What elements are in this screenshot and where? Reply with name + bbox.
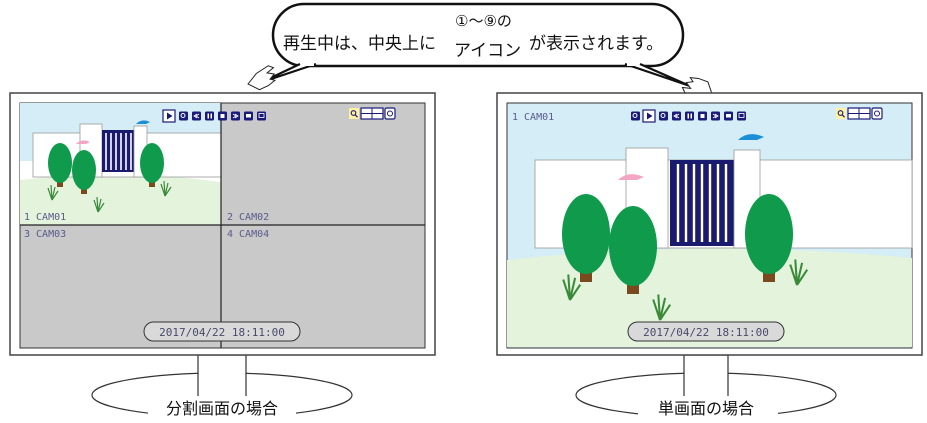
- svg-text:2017/04/22 18:11:00: 2017/04/22 18:11:00: [159, 326, 285, 339]
- backup-icon[interactable]: [257, 111, 266, 121]
- blue-bird-icon: [738, 134, 764, 140]
- play-icon[interactable]: [642, 109, 656, 123]
- right-monitor: 単画面の場合 1 CAM01: [496, 92, 923, 418]
- blue-bird-icon: [136, 120, 150, 124]
- callout-prefix: 再生中は、中央上に: [283, 34, 436, 54]
- cam03-label: 3 CAM03: [24, 229, 66, 240]
- magnify-icon[interactable]: [836, 108, 846, 119]
- zoom-icon[interactable]: [179, 111, 188, 121]
- left-caption: 分割画面の場合: [166, 399, 278, 418]
- fast-forward-icon[interactable]: [711, 111, 720, 121]
- callout-suffix: が表示されます。: [529, 34, 663, 54]
- stop-icon[interactable]: [218, 111, 227, 121]
- left-timestamp: 2017/04/22 18:11:00: [143, 321, 301, 342]
- svg-text:2017/04/22 18:11:00: 2017/04/22 18:11:00: [643, 326, 769, 339]
- view-tools: [836, 107, 883, 120]
- cam04-label: 4 CAM04: [227, 229, 269, 240]
- layout-icon[interactable]: [360, 107, 384, 120]
- callout-range: ①〜⑨の: [455, 12, 512, 30]
- pause-icon[interactable]: [685, 111, 694, 121]
- cam01-fullscreen-label: 1 CAM01: [512, 112, 554, 123]
- hdd-icon: [384, 107, 396, 120]
- right-monitor-neck: [683, 354, 729, 400]
- cam01-label: 1 CAM01: [24, 212, 66, 223]
- snapshot-icon[interactable]: [724, 111, 733, 121]
- pause-icon[interactable]: [205, 111, 214, 121]
- zoom-icon[interactable]: [631, 111, 640, 121]
- pink-bird-icon: [618, 174, 644, 180]
- fast-forward-icon[interactable]: [231, 111, 240, 121]
- play-icon[interactable]: [162, 109, 176, 123]
- rewind-icon[interactable]: [192, 111, 201, 121]
- pointing-hand-icon: [247, 65, 277, 91]
- callout-bubble: 再生中は、中央上に ①〜⑨の アイコン が表示されます。: [260, 2, 692, 88]
- callout-icon-word: アイコン: [454, 41, 521, 61]
- cam02-label: 2 CAM02: [227, 212, 269, 223]
- playback-toolbar: [162, 109, 266, 123]
- view-tools: [349, 107, 396, 120]
- cam01-fullscreen-view[interactable]: [506, 102, 913, 349]
- playback-toolbar: [631, 109, 746, 123]
- hdd-icon: [871, 107, 883, 120]
- zoom-icon[interactable]: [659, 111, 668, 121]
- magnify-icon[interactable]: [349, 108, 359, 119]
- left-monitor-neck: [197, 354, 247, 400]
- right-caption: 単画面の場合: [658, 399, 754, 418]
- left-monitor: 分割画面の場合: [9, 92, 436, 418]
- layout-icon[interactable]: [847, 107, 871, 120]
- pink-bird-icon: [76, 140, 90, 144]
- rewind-icon[interactable]: [672, 111, 681, 121]
- cam01-view[interactable]: [20, 103, 222, 225]
- backup-icon[interactable]: [737, 111, 746, 121]
- snapshot-icon[interactable]: [244, 111, 253, 121]
- stop-icon[interactable]: [698, 111, 707, 121]
- right-timestamp: 2017/04/22 18:11:00: [627, 321, 785, 342]
